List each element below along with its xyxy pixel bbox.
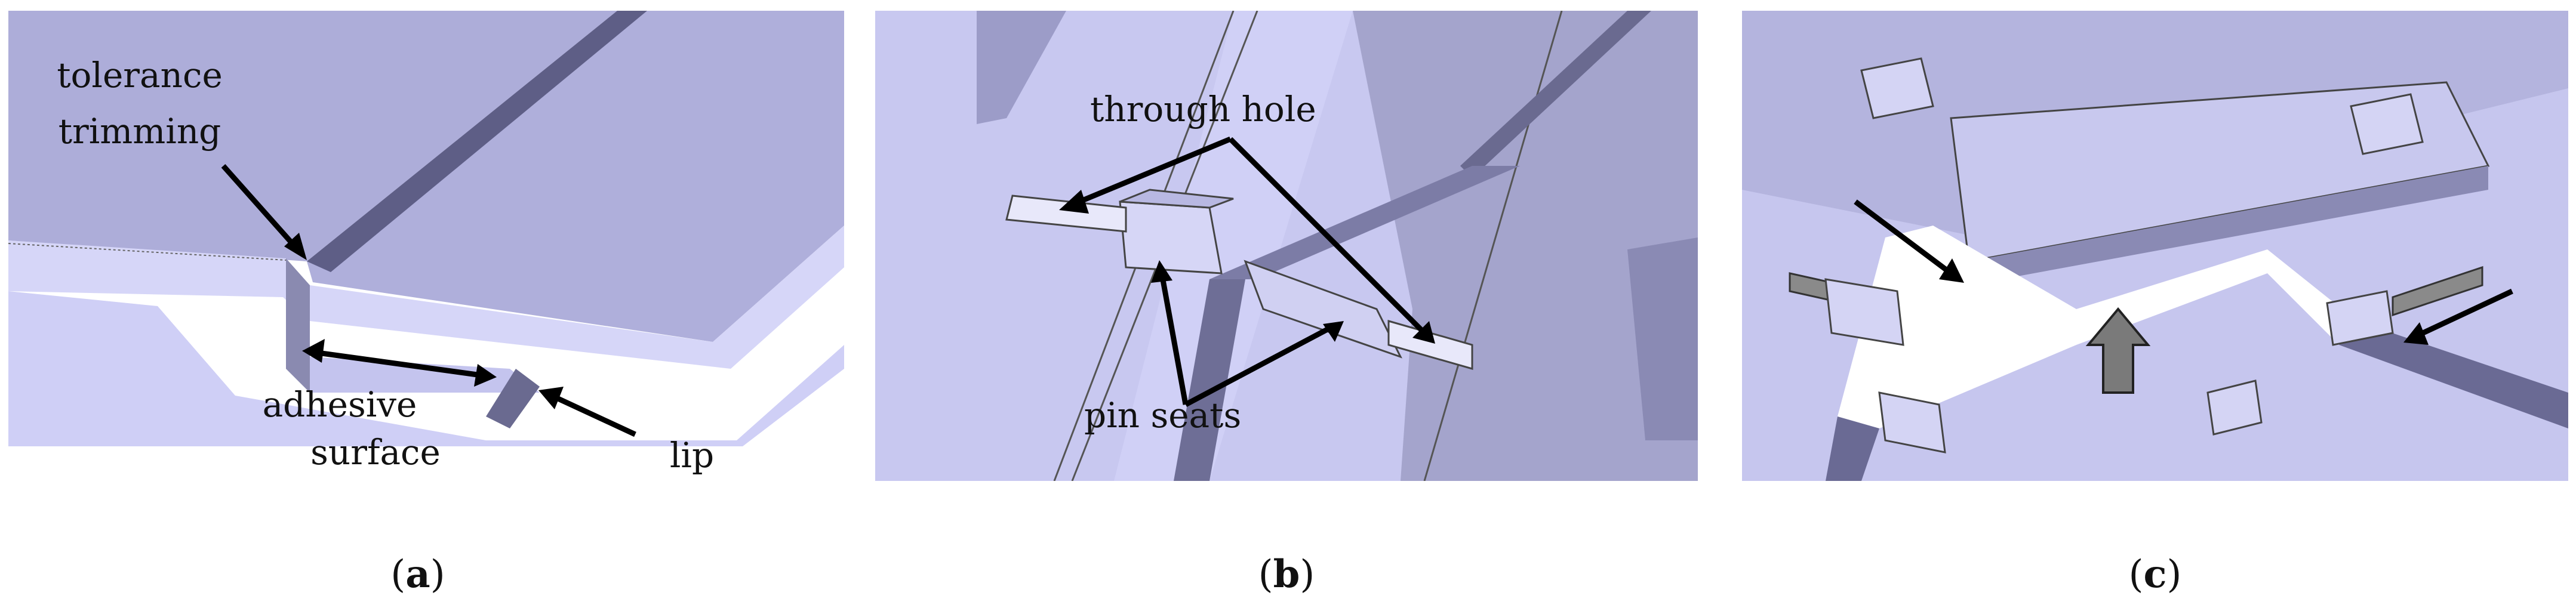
pin-seat-right [1244,260,1402,359]
label-adhesive: adhesive [263,384,417,425]
adhesive-surface-face [310,357,540,393]
label-pin-seats: pin seats [1084,395,1241,436]
pin-right [1387,320,1473,370]
plate-front-face [8,226,844,369]
label-surface: surface [310,432,441,473]
gap-region [1838,226,2357,428]
through-hole-arrow-right [1228,137,1427,335]
caption-b: (b) [1258,552,1315,597]
label-lip: lip [670,435,714,476]
caption-a: (a) [390,552,445,597]
up-arrow [2085,307,2151,394]
pin-seat-left [1119,200,1223,274]
pin-seat-arrow-left [1159,273,1189,405]
lip-arrow [550,393,636,437]
arrow-left-in [1854,199,1953,276]
lip-shape [486,369,540,428]
panel-a: tolerance trimming adhesive surface lip [8,11,844,481]
top-plate-left [8,11,617,261]
tolerance-arrow [221,164,302,254]
label-tolerance: tolerance [57,55,223,95]
trimming-groove [307,11,647,272]
label-trimming: trimming [59,111,221,152]
panel-a-render: tolerance trimming adhesive surface lip [8,11,844,481]
panel-b: through hole pin seats [875,11,1698,481]
ramp-rail [1209,166,1520,279]
caption-c: (c) [2128,552,2182,597]
step-face [286,258,310,393]
pin-left [1005,195,1127,233]
right-plate [1353,11,1698,481]
through-hole-arrow-left [1071,136,1232,208]
arrow-right-in [2415,288,2513,339]
pin-seat-arrow-right [1184,325,1334,407]
center-strip [1114,11,1353,481]
panel-c-render [1742,11,2568,481]
label-through-hole: through hole [1090,89,1316,129]
lower-body [8,291,844,446]
panel-b-render: through hole pin seats [875,11,1698,481]
adhesive-arrow [312,349,487,379]
top-plate-right [307,11,844,342]
panel-c [1742,11,2568,481]
